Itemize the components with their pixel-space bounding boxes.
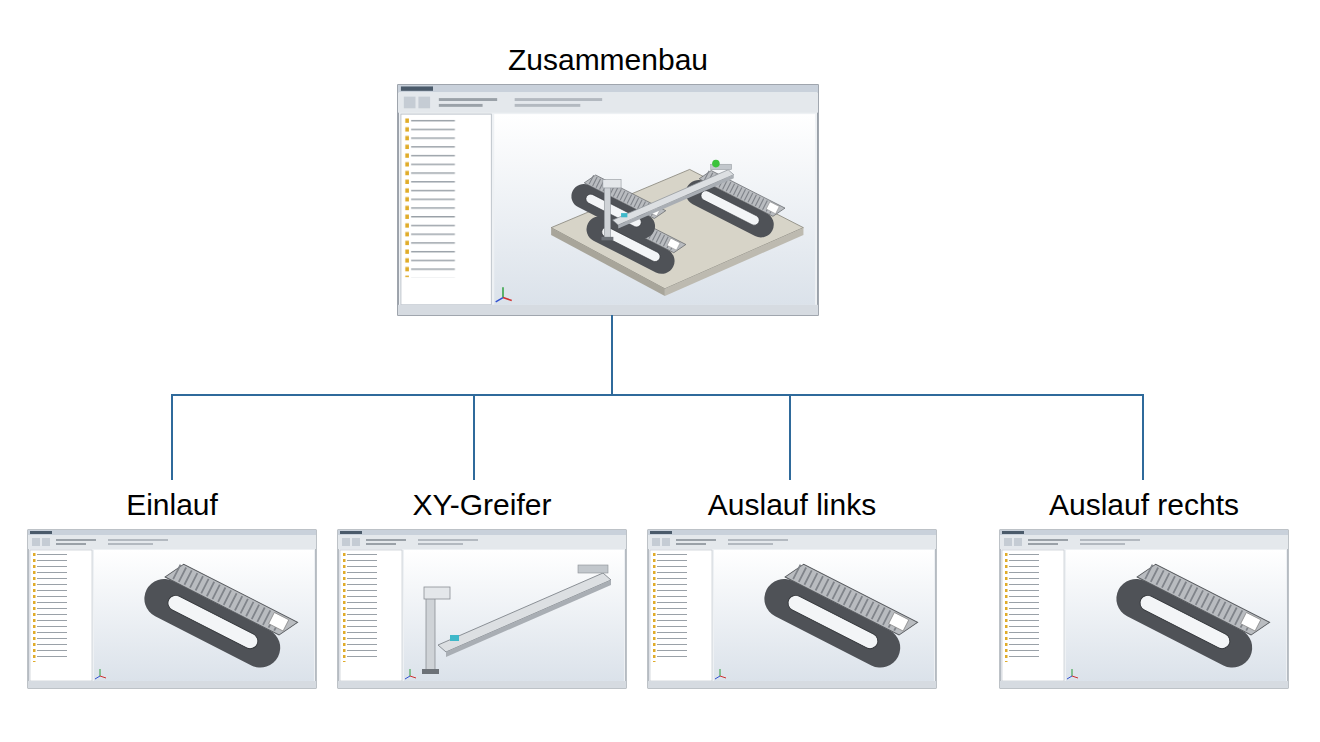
assembly-node: Zusammenbau xyxy=(398,38,818,315)
tree-connector xyxy=(474,315,612,480)
module-node: Auslauf links xyxy=(648,480,936,688)
gripper-screenshot xyxy=(338,530,626,688)
node-heading: Einlauf xyxy=(28,485,316,525)
node-heading: Zusammenbau xyxy=(398,40,818,80)
node-heading: Auslauf rechts xyxy=(1000,485,1288,525)
module-node: Auslauf rechts xyxy=(1000,480,1288,688)
tree-connector xyxy=(612,315,1143,480)
node-heading: XY-Greifer xyxy=(338,485,626,525)
outfeed-right-screenshot xyxy=(1000,530,1288,688)
outfeed-left-screenshot xyxy=(648,530,936,688)
node-heading: Auslauf links xyxy=(648,485,936,525)
assembly-screenshot xyxy=(398,85,818,315)
tree-connector xyxy=(612,315,790,480)
tree-connector xyxy=(172,315,612,480)
infeed-screenshot xyxy=(28,530,316,688)
module-node: XY-Greifer xyxy=(338,480,626,688)
module-node: Einlauf xyxy=(28,480,316,688)
